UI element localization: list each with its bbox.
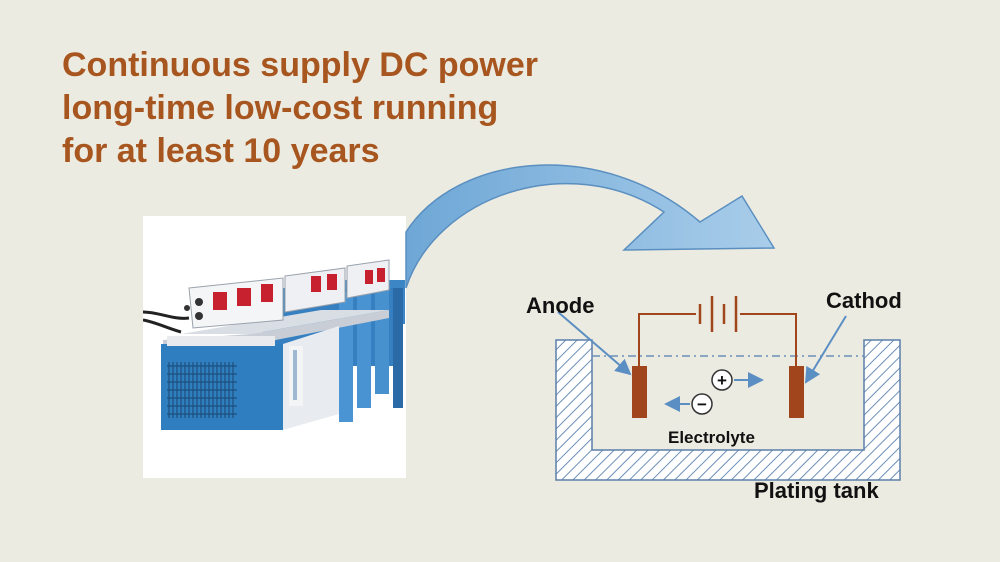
electrolyte-label: Electrolyte bbox=[668, 428, 755, 447]
negative-ion: − bbox=[664, 393, 713, 415]
unit-top bbox=[181, 310, 389, 334]
cathode-pointer bbox=[804, 315, 847, 384]
cathode-electrode bbox=[789, 366, 804, 418]
cathode-wire bbox=[740, 313, 797, 366]
positive-ion: + bbox=[711, 369, 764, 391]
rectifier-photo bbox=[143, 216, 406, 478]
vent-grille-icon bbox=[167, 362, 237, 418]
anode-pointer bbox=[557, 311, 632, 376]
anode-wire bbox=[638, 313, 696, 366]
headline-line-3: for at least 10 years bbox=[62, 132, 380, 170]
cathode-label: Cathod bbox=[826, 288, 902, 313]
dc-rectifier-image bbox=[143, 259, 405, 430]
anode-electrode bbox=[632, 366, 647, 418]
main-unit bbox=[161, 326, 339, 430]
positive-ion-symbol: + bbox=[717, 371, 727, 390]
headline: Continuous supply DC power long-time low… bbox=[62, 44, 538, 173]
plating-tank-label: Plating tank bbox=[754, 478, 879, 503]
control-panel bbox=[184, 259, 390, 329]
headline-line-1: Continuous supply DC power bbox=[62, 46, 538, 84]
cable bbox=[143, 310, 190, 320]
plating-tank bbox=[555, 339, 901, 481]
curved-arrow-icon bbox=[405, 164, 776, 289]
headline-line-2: long-time low-cost running bbox=[62, 89, 499, 127]
anode-label: Anode bbox=[526, 293, 594, 318]
battery-icon bbox=[698, 296, 738, 332]
negative-ion-symbol: − bbox=[697, 395, 707, 414]
